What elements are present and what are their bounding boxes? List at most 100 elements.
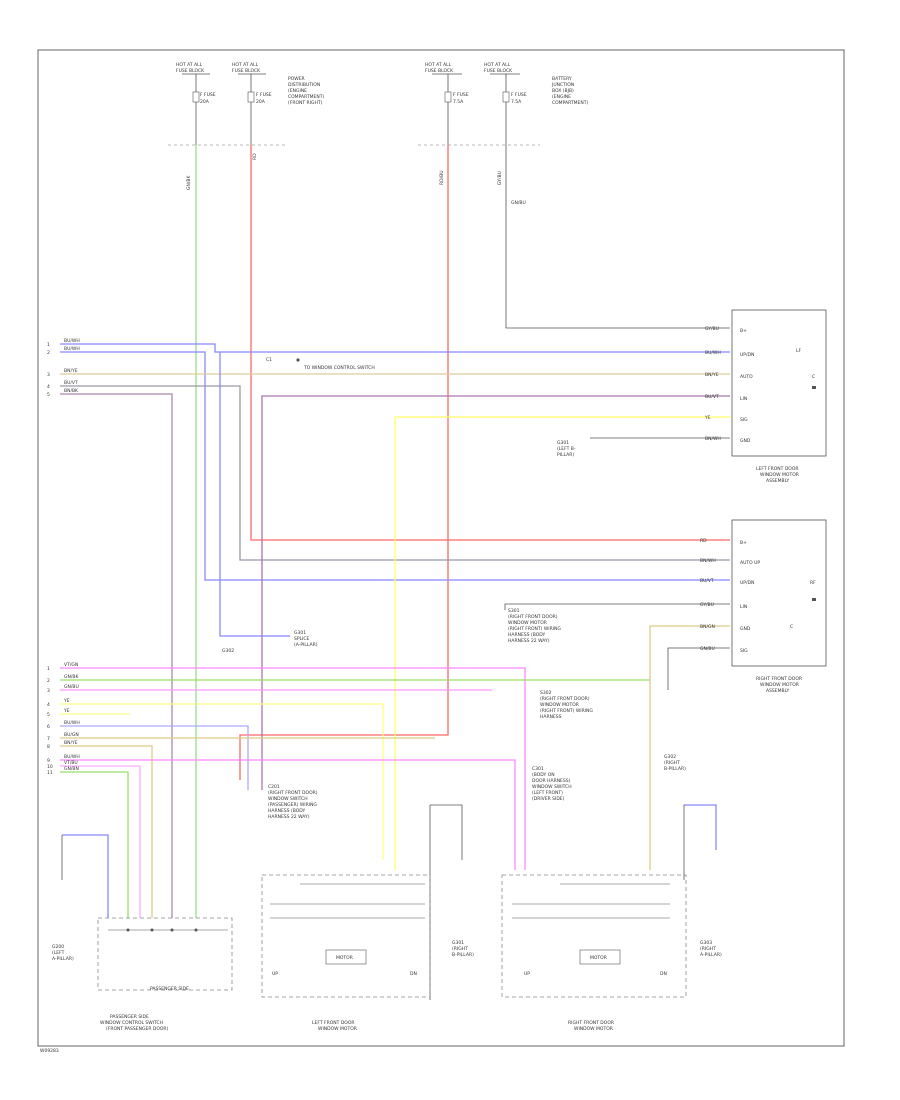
svg-text:8: 8 bbox=[47, 744, 50, 750]
svg-text:SIG: SIG bbox=[740, 417, 748, 423]
svg-text:S302: S302 bbox=[540, 690, 552, 696]
svg-text:GY/BU: GY/BU bbox=[705, 326, 719, 332]
svg-text:FUSE BLOCK: FUSE BLOCK bbox=[425, 68, 454, 74]
svg-text:AUTO UP: AUTO UP bbox=[740, 560, 760, 566]
svg-text:(RIGHT FRONT DOOR): (RIGHT FRONT DOOR) bbox=[508, 614, 558, 620]
svg-text:POWER: POWER bbox=[288, 76, 305, 82]
svg-text:BU/GN: BU/GN bbox=[64, 732, 79, 738]
svg-text:(LEFT FRONT): (LEFT FRONT) bbox=[532, 790, 563, 796]
left-pin-group: 1 2 3 4 5 BU/WH BU/WH BN/YE BU/VT BN/BK bbox=[47, 338, 80, 398]
svg-text:BN/WH: BN/WH bbox=[700, 558, 716, 564]
svg-text:(ENGINE: (ENGINE bbox=[552, 94, 571, 100]
svg-text:BU/VT: BU/VT bbox=[705, 394, 719, 400]
svg-text:GY/BU: GY/BU bbox=[700, 602, 714, 608]
svg-text:RIGHT FRONT DOOR: RIGHT FRONT DOOR bbox=[568, 1020, 614, 1026]
svg-text:4: 4 bbox=[47, 384, 50, 390]
power-distribution-note: POWER DISTRIBUTION (ENGINE COMPARTMENT) … bbox=[288, 76, 324, 106]
svg-text:HARNESS (BODY: HARNESS (BODY bbox=[268, 808, 305, 814]
ground-note-b: G302 bbox=[222, 648, 234, 654]
svg-text:LIN: LIN bbox=[740, 396, 747, 402]
svg-text:10: 10 bbox=[47, 764, 53, 770]
svg-text:WINDOW SWITCH: WINDOW SWITCH bbox=[268, 796, 308, 802]
svg-text:(RIGHT FRONT DOOR): (RIGHT FRONT DOOR) bbox=[268, 790, 318, 796]
fuse-feed-b: HOT AT ALL FUSE BLOCK F FUSE 20A bbox=[232, 62, 272, 145]
svg-text:WINDOW CONTROL SWITCH: WINDOW CONTROL SWITCH bbox=[100, 1020, 163, 1026]
svg-text:ASSEMBLY: ASSEMBLY bbox=[766, 688, 790, 694]
svg-text:20A: 20A bbox=[200, 99, 210, 105]
svg-text:BU/WH: BU/WH bbox=[64, 720, 80, 726]
svg-text:BN/YE: BN/YE bbox=[705, 372, 719, 378]
svg-text:UP: UP bbox=[272, 971, 278, 977]
svg-text:F FUSE: F FUSE bbox=[200, 92, 216, 98]
wire-pink-10 bbox=[60, 765, 141, 918]
wire-yellow-left bbox=[394, 416, 730, 870]
svg-text:COMPARTMENT): COMPARTMENT) bbox=[288, 94, 324, 100]
svg-text:3: 3 bbox=[47, 372, 50, 378]
svg-text:RD: RD bbox=[252, 153, 258, 160]
svg-text:HOT AT ALL: HOT AT ALL bbox=[176, 62, 203, 68]
splice-note: TO WINDOW CONTROL SWITCH bbox=[303, 365, 375, 371]
svg-text:HARNESS 22 WAY): HARNESS 22 WAY) bbox=[268, 814, 310, 820]
svg-text:JUNCTION: JUNCTION bbox=[551, 82, 574, 88]
svg-text:BATTERY: BATTERY bbox=[552, 76, 572, 82]
svg-text:ASSEMBLY: ASSEMBLY bbox=[766, 478, 790, 484]
svg-text:5: 5 bbox=[47, 392, 50, 398]
svg-text:BN/BK: BN/BK bbox=[64, 388, 79, 394]
svg-text:(BODY ON: (BODY ON bbox=[532, 772, 555, 778]
svg-text:RD: RD bbox=[700, 538, 707, 544]
svg-text:C301: C301 bbox=[532, 766, 544, 772]
svg-text:DN: DN bbox=[660, 971, 667, 977]
svg-text:PASSENGER SIDE: PASSENGER SIDE bbox=[150, 986, 189, 992]
svg-text:G301: G301 bbox=[294, 630, 306, 636]
svg-text:BN/YE: BN/YE bbox=[64, 368, 78, 374]
wire-blue-pass bbox=[62, 834, 109, 918]
svg-text:F FUSE: F FUSE bbox=[256, 92, 272, 98]
wire-blue-right-window bbox=[684, 804, 717, 850]
ground-box-3: G302 (RIGHT B-PILLAR) bbox=[664, 754, 686, 772]
svg-text:BU/WH: BU/WH bbox=[705, 350, 721, 356]
svg-text:BN/WH: BN/WH bbox=[705, 436, 721, 442]
wire-gray-4 bbox=[60, 385, 730, 561]
wire-gray-right bbox=[504, 603, 730, 610]
right-window-motor: MOTOR UP DN RIGHT FRONT DOOR WINDOW MOTO… bbox=[501, 874, 687, 1032]
svg-text:BU/WH: BU/WH bbox=[64, 754, 80, 760]
svg-text:WINDOW SWITCH: WINDOW SWITCH bbox=[532, 784, 572, 790]
svg-text:3: 3 bbox=[47, 688, 50, 694]
svg-text:(PASSENGER) WIRING: (PASSENGER) WIRING bbox=[268, 802, 317, 808]
svg-text:SPLICE: SPLICE bbox=[294, 636, 310, 642]
svg-text:GN/BN: GN/BN bbox=[64, 766, 79, 772]
svg-text:LIN: LIN bbox=[740, 604, 747, 610]
ground-box-1: G200 (LEFT A-PILLAR) bbox=[52, 944, 74, 962]
svg-text:BU/WH: BU/WH bbox=[64, 338, 80, 344]
svg-text:LF: LF bbox=[796, 348, 802, 354]
svg-text:(RIGHT: (RIGHT bbox=[664, 760, 680, 766]
svg-text:YE: YE bbox=[704, 415, 711, 421]
svg-text:F FUSE: F FUSE bbox=[511, 92, 527, 98]
svg-text:BU/VT: BU/VT bbox=[64, 380, 78, 386]
svg-text:BU/VT: BU/VT bbox=[700, 578, 714, 584]
lower-note-b: C301 (BODY ON DOOR HARNESS) WINDOW SWITC… bbox=[532, 766, 572, 802]
wire-blue-6 bbox=[60, 725, 249, 790]
middle-note-b: S302 (RIGHT FRONT DOOR) WINDOW MOTOR (RI… bbox=[540, 690, 593, 720]
svg-text:1: 1 bbox=[47, 666, 50, 672]
svg-text:9: 9 bbox=[47, 758, 50, 764]
svg-text:20A: 20A bbox=[256, 99, 266, 105]
passenger-window-switch: PASSENGER SIDE PASSENGER SIDE WINDOW CON… bbox=[97, 917, 233, 1032]
svg-text:MOTOR: MOTOR bbox=[336, 955, 353, 961]
wire-left-window-link bbox=[430, 804, 463, 860]
wire-violet-5 bbox=[60, 393, 173, 918]
svg-text:(RIGHT: (RIGHT bbox=[700, 946, 716, 952]
ground-box-4: G303 (RIGHT A-PILLAR) bbox=[700, 940, 722, 958]
svg-text:FUSE BLOCK: FUSE BLOCK bbox=[232, 68, 261, 74]
wire-red-left bbox=[250, 145, 730, 541]
svg-text:(RIGHT: (RIGHT bbox=[452, 946, 468, 952]
svg-text:(RIGHT FRONT) WIRING: (RIGHT FRONT) WIRING bbox=[508, 626, 561, 632]
svg-text:6: 6 bbox=[47, 724, 50, 730]
svg-text:G200: G200 bbox=[52, 944, 64, 950]
svg-text:(DRIVER SIDE): (DRIVER SIDE) bbox=[532, 796, 565, 802]
ground-note-a: G301 SPLICE (A-PILLAR) bbox=[294, 630, 318, 648]
svg-text:A-PILLAR): A-PILLAR) bbox=[52, 956, 74, 962]
svg-text:UP/DN: UP/DN bbox=[740, 580, 754, 586]
svg-text:B-PILLAR): B-PILLAR) bbox=[452, 952, 474, 958]
